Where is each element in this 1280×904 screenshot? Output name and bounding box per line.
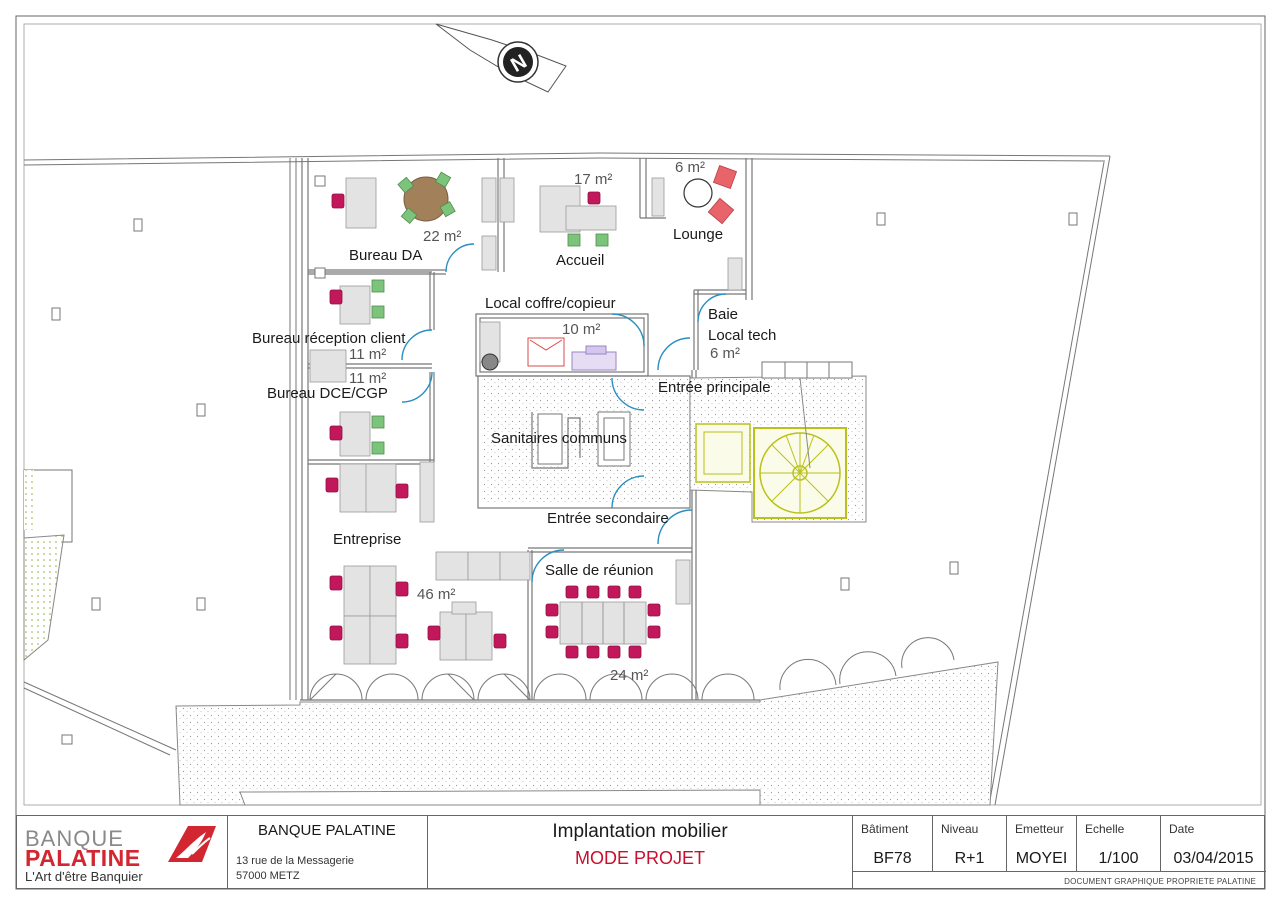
area-label-entreprise: 46 m²	[417, 586, 456, 603]
drawing-subtitle: MODE PROJET	[574, 848, 705, 868]
field-echelle: Echelle 1/100	[1077, 816, 1161, 872]
area-label-salle-reunion: 24 m²	[610, 667, 649, 684]
title-cell: Implantation mobilier MODE PROJET	[428, 816, 853, 888]
field-value: 1/100	[1098, 850, 1139, 867]
field-batiment: Bâtiment BF78	[853, 816, 933, 872]
room-label-baie: Baie	[708, 306, 739, 323]
brand-line1: BANQUE	[25, 826, 124, 851]
area-label-accueil: 17 m²	[574, 171, 613, 188]
field-label: Bâtiment	[861, 822, 909, 836]
room-label-accueil: Accueil	[556, 252, 605, 269]
lounge-furniture	[683, 164, 738, 225]
brand-tagline: L'Art d'être Banquier	[25, 869, 143, 884]
title-block: BANQUE PALATINE L'Art d'être Banquier BA…	[16, 815, 1266, 889]
stair-area	[689, 361, 867, 523]
room-label-sanitaires: Sanitaires communs	[491, 430, 627, 447]
field-value: R+1	[954, 850, 985, 867]
lounge-round-table-icon	[683, 178, 713, 208]
room-label-entree-principale: Entrée principale	[658, 379, 771, 396]
document-footnote: DOCUMENT GRAPHIQUE PROPRIETE PALATINE	[1064, 877, 1256, 886]
room-label-salle-reunion: Salle de réunion	[545, 562, 654, 579]
door-swings	[401, 243, 727, 583]
north-arrow-icon: N	[435, 23, 567, 93]
address-line1: 13 rue de la Messagerie	[236, 855, 355, 867]
area-label-local-coffre: 10 m²	[562, 321, 601, 338]
meeting-table-icon	[545, 585, 661, 659]
sheet-frame	[15, 15, 1266, 890]
green-chairs	[371, 171, 609, 455]
field-date: Date 03/04/2015	[1161, 816, 1266, 872]
field-value: BF78	[873, 850, 912, 867]
address-line2: 57000 METZ	[236, 870, 300, 882]
room-label-bureau-dce: Bureau DCE/CGP	[267, 385, 388, 402]
field-separator	[853, 871, 1266, 872]
area-label-lounge: 6 m²	[675, 159, 705, 176]
room-label-entreprise: Entreprise	[333, 531, 402, 548]
area-label-bureau-dce: 11 m²	[349, 370, 387, 387]
room-label-local-coffre: Local coffre/copieur	[485, 295, 616, 312]
left-building	[23, 469, 73, 662]
room-label-bureau-reception: Bureau réception client	[252, 330, 406, 347]
drawing-title: Implantation mobilier	[552, 821, 728, 842]
pillars	[51, 175, 1078, 745]
field-label: Emetteur	[1015, 822, 1064, 836]
safe-icon	[481, 353, 499, 371]
field-value: 03/04/2015	[1173, 850, 1254, 867]
field-niveau: Niveau R+1	[933, 816, 1007, 872]
company-name: BANQUE PALATINE	[258, 822, 396, 839]
courtyard	[175, 661, 999, 806]
field-label: Date	[1169, 822, 1195, 836]
banque-palatine-logo-icon	[168, 826, 216, 862]
field-value: MOYEI	[1015, 850, 1068, 867]
field-label: Niveau	[941, 822, 979, 836]
field-emetteur: Emetteur MOYEI	[1007, 816, 1077, 872]
brand-line2: PALATINE	[25, 845, 141, 871]
round-table-icon	[403, 176, 449, 222]
red-chairs	[325, 191, 601, 649]
room-label-bureau-da: Bureau DA	[349, 247, 423, 264]
logo-cell: BANQUE PALATINE L'Art d'être Banquier	[17, 816, 228, 888]
sanitaires-area	[482, 378, 688, 504]
area-label-bureau-da: 22 m²	[423, 228, 462, 245]
area-label-bureau-reception: 11 m²	[349, 346, 387, 363]
company-cell: BANQUE PALATINE 13 rue de la Messagerie …	[228, 816, 428, 888]
facade-arches	[309, 637, 955, 701]
desks	[309, 177, 743, 665]
elevator-icon	[695, 423, 751, 483]
coffre-equipment	[481, 337, 617, 371]
room-label-entree-secondaire: Entrée secondaire	[547, 510, 669, 527]
room-label-lounge: Lounge	[673, 226, 724, 243]
field-label: Echelle	[1085, 822, 1125, 836]
room-label-local-tech: Local tech	[708, 327, 777, 344]
area-label-local-tech: 6 m²	[710, 345, 740, 362]
